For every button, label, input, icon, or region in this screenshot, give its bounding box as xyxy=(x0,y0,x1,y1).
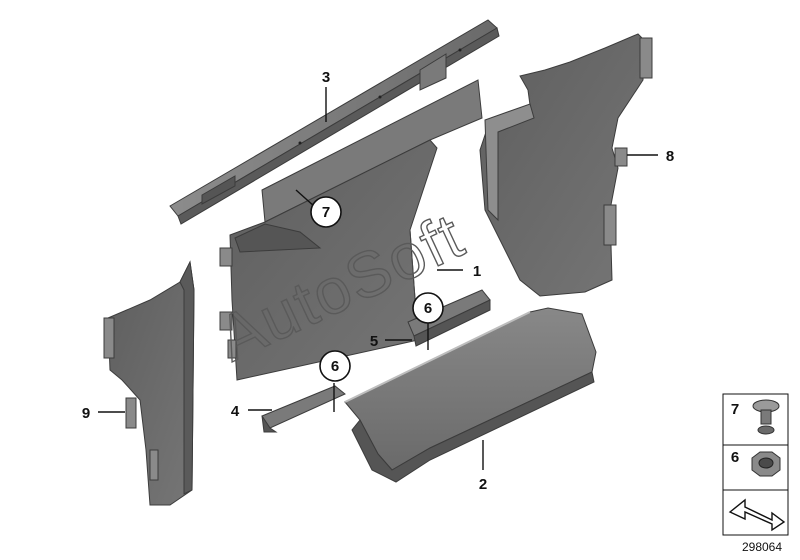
callout-3-label: 3 xyxy=(322,69,330,86)
part-4-bracket xyxy=(261,385,346,433)
callout-1-label: 1 xyxy=(473,263,481,280)
callout-2-label: 2 xyxy=(479,476,487,493)
callout-8-label: 8 xyxy=(666,148,674,165)
part-3-rail xyxy=(169,19,500,225)
legend-box-7: 7 xyxy=(722,393,789,446)
legend-7-label: 7 xyxy=(731,401,739,418)
part-8-side-trim xyxy=(479,33,653,297)
callout-5-label: 5 xyxy=(370,333,378,350)
legend-box-6: 6 xyxy=(722,444,789,491)
clip-icon xyxy=(752,399,780,435)
leader-lines xyxy=(98,87,658,470)
legend-box-arrow xyxy=(722,489,789,536)
part-9-side-trim xyxy=(103,260,195,506)
part-1-panel xyxy=(219,79,483,381)
circled-callout-6b: 6 xyxy=(319,350,351,382)
circled-callout-6a: 6 xyxy=(412,292,444,324)
callout-6b-label: 6 xyxy=(331,358,339,375)
callout-4-label: 4 xyxy=(231,403,240,420)
orientation-arrow-icon xyxy=(728,498,786,532)
nut-icon xyxy=(751,451,781,477)
diagram-reference-number: 298064 xyxy=(742,540,782,554)
callout-6a-label: 6 xyxy=(424,300,432,317)
legend-6-label: 6 xyxy=(731,449,739,466)
callout-7-label: 7 xyxy=(322,204,330,221)
circled-callout-7: 7 xyxy=(310,196,342,228)
part-2-tray xyxy=(344,307,597,483)
callout-9-label: 9 xyxy=(82,405,90,422)
